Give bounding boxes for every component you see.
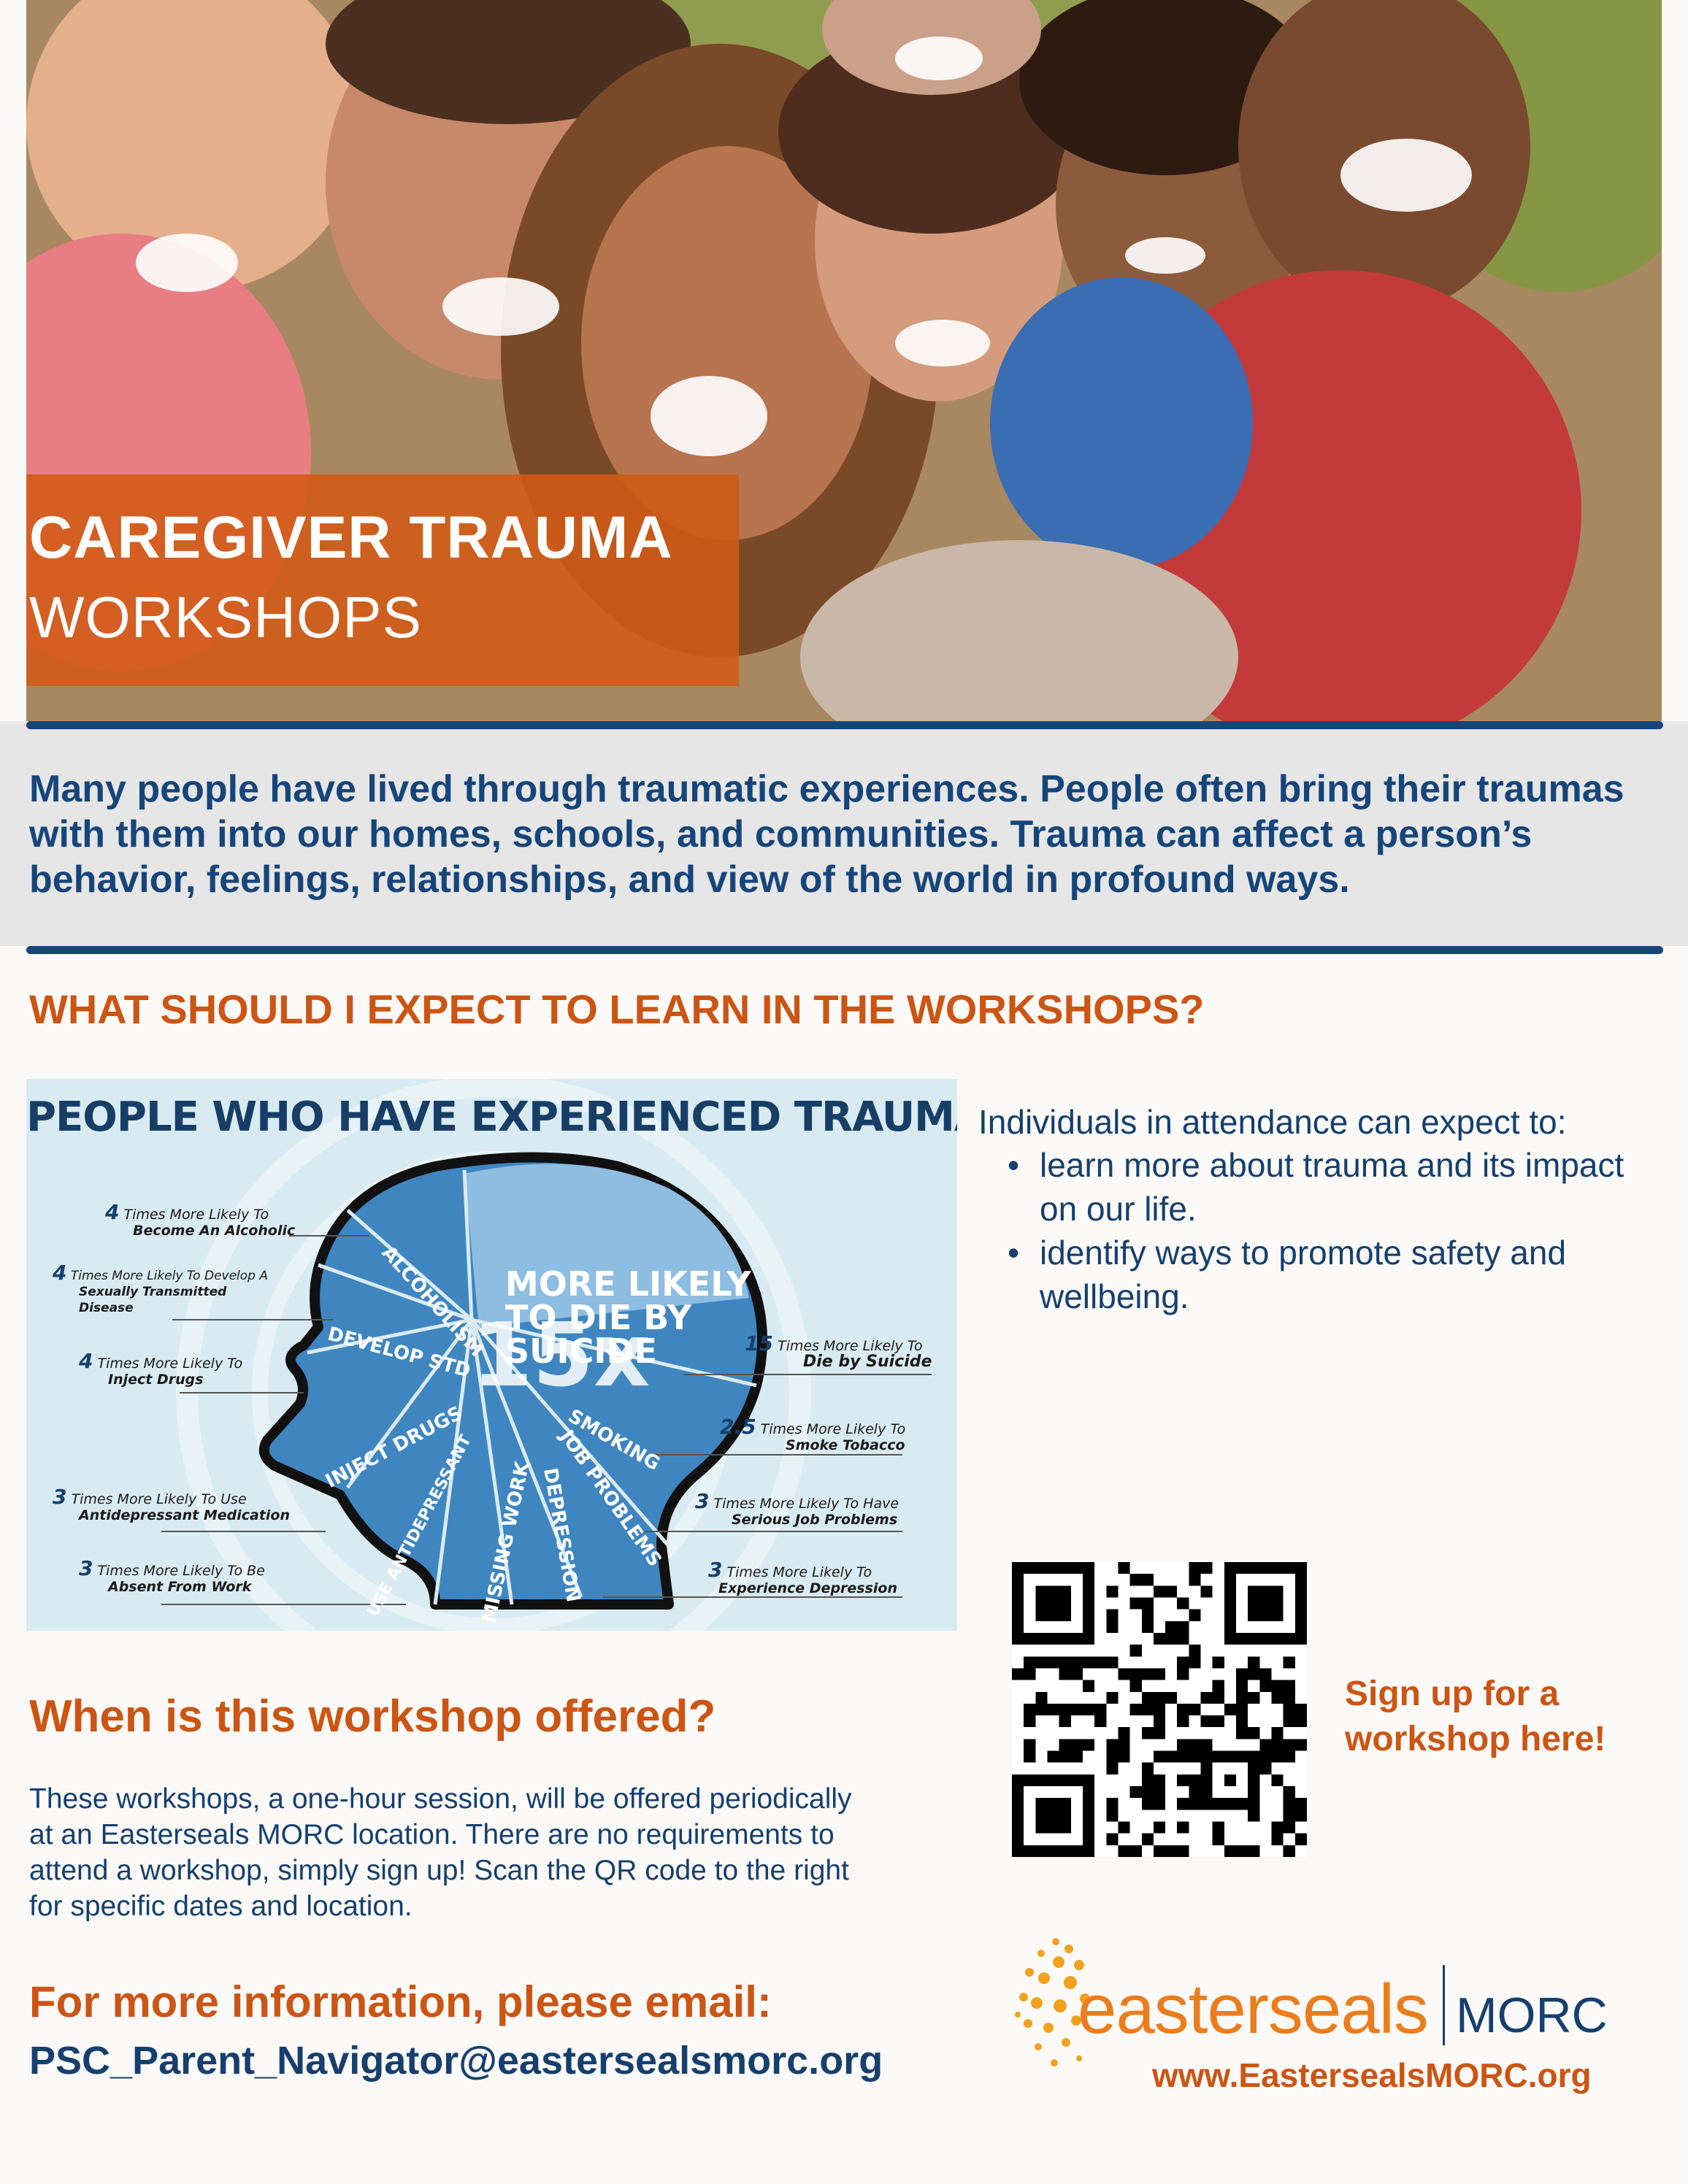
contact-heading: For more information, please email: <box>29 1977 772 2026</box>
stat-callout: 3 Times More Likely To Experience Depres… <box>708 1560 898 1597</box>
stat-callout: 3 Times More Likely To Have Serious Job … <box>695 1491 899 1529</box>
stat-callout: 3 Times More Likely To Be Absent From Wo… <box>79 1558 265 1596</box>
sunburst-icon <box>1015 1938 1090 2066</box>
hero-photo: CAREGIVER TRAUMA WORKSHOPS <box>26 0 1662 723</box>
stat-line: Times More Likely To Have <box>713 1496 899 1512</box>
bottom-divider <box>26 946 1663 954</box>
stat-line: Sexually Transmitted <box>79 1285 227 1299</box>
big-number: 15x <box>472 1305 651 1407</box>
stat-number: 3 <box>53 1485 67 1509</box>
when-heading: When is this workshop offered? <box>29 1691 716 1742</box>
title-line-2: WORKSHOPS <box>29 585 422 650</box>
stat-callout: 3 Times More Likely To Use Antidepressan… <box>53 1487 290 1524</box>
infographic-title: PEOPLE WHO HAVE EXPERIENCED TRAUMA ARE: <box>26 1093 957 1141</box>
stat-number: 2.5 <box>720 1415 756 1439</box>
stat-number: 4 <box>53 1261 67 1285</box>
signup-line: Sign up for a <box>1345 1674 1560 1713</box>
expect-list: learn more about trauma and its impact o… <box>1008 1143 1643 1318</box>
logo-morc: MORC <box>1456 1988 1608 2043</box>
stat-line: Times More Likely To Be <box>97 1563 265 1579</box>
stat-number: 3 <box>79 1556 93 1580</box>
stat-number: 4 <box>105 1200 120 1224</box>
stat-line: Experience Depression <box>718 1580 898 1596</box>
trauma-infographic: PEOPLE WHO HAVE EXPERIENCED TRAUMA ARE: … <box>26 1079 957 1631</box>
stat-line: Antidepressant Medication <box>79 1507 290 1523</box>
easterseals-morc-logo: easterseals MORC www.EastersealsMORC.org <box>1012 1927 1618 2095</box>
intro-band <box>0 721 1688 946</box>
stat-line: Times More Likely To <box>760 1421 906 1437</box>
stat-line: Times More Likely To <box>97 1356 243 1372</box>
big-text-line: MORE LIKELY <box>505 1264 751 1304</box>
stat-callout: 15 Times More Likely To Die by Suicide <box>745 1334 932 1371</box>
stat-line: Times More Likely To <box>778 1338 923 1354</box>
stat-line: Die by Suicide <box>803 1353 932 1371</box>
stat-line: Times More Likely To <box>726 1564 872 1580</box>
signup-line: workshop here! <box>1345 1720 1606 1758</box>
stat-line: Smoke Tobacco <box>786 1437 905 1453</box>
stat-callout: 4 Times More Likely To Develop A Sexuall… <box>53 1263 268 1316</box>
when-paragraph: These workshops, a one-hour session, wil… <box>29 1783 852 1922</box>
learn-heading: WHAT SHOULD I EXPECT TO LEARN IN THE WOR… <box>29 986 1205 1032</box>
big-text: MORE LIKELY TO DIE BY SUICIDE <box>505 1267 751 1368</box>
stat-line: Times More Likely To <box>123 1207 269 1223</box>
logo-wordmark: easterseals <box>1078 1970 1429 2048</box>
title-line-1: CAREGIVER TRAUMA <box>29 504 673 571</box>
list-item: learn more about trauma and its impact o… <box>1008 1143 1643 1231</box>
stat-line: Absent From Work <box>108 1579 252 1595</box>
stat-callout: 4 Times More Likely To Become An Alcohol… <box>105 1202 296 1239</box>
stat-number: 4 <box>79 1349 93 1373</box>
stat-line: Serious Job Problems <box>732 1512 898 1528</box>
signup-text: Sign up for a workshop here! <box>1345 1672 1605 1762</box>
stat-number: 3 <box>695 1489 710 1513</box>
head-silhouette-graphic <box>161 1079 932 1631</box>
stat-callout: 4 Times More Likely To Inject Drugs <box>79 1351 243 1388</box>
big-text-line: SUICIDE <box>505 1331 658 1371</box>
top-divider <box>26 721 1663 729</box>
intro-paragraph: Many people have lived through traumatic… <box>29 768 1624 901</box>
big-text-line: TO DIE BY <box>505 1298 692 1337</box>
website-link[interactable]: www.EastersealsMORC.org <box>1152 2056 1592 2094</box>
stat-line: Disease <box>79 1301 134 1315</box>
expect-intro: Individuals in attendance can expect to: <box>978 1103 1567 1141</box>
family-photo-illustration <box>26 0 1662 723</box>
signup-qr-code[interactable] <box>1012 1562 1307 1857</box>
stat-line: Times More Likely To Develop A <box>70 1269 268 1283</box>
title-banner: CAREGIVER TRAUMA WORKSHOPS <box>26 474 739 686</box>
stat-number: 3 <box>708 1558 723 1582</box>
list-item: identify ways to promote safety and well… <box>1008 1231 1643 1318</box>
stat-line: Times More Likely To Use <box>71 1491 247 1507</box>
contact-email-link[interactable]: PSC_Parent_Navigator@eastersealsmorc.org <box>29 2039 883 2083</box>
stat-line: Inject Drugs <box>108 1372 204 1388</box>
stat-callout: 2.5 Times More Likely To Smoke Tobacco <box>720 1417 906 1454</box>
stat-number: 15 <box>745 1331 773 1356</box>
stat-line: Become An Alcoholic <box>133 1223 296 1239</box>
logo-divider <box>1443 1965 1445 2045</box>
